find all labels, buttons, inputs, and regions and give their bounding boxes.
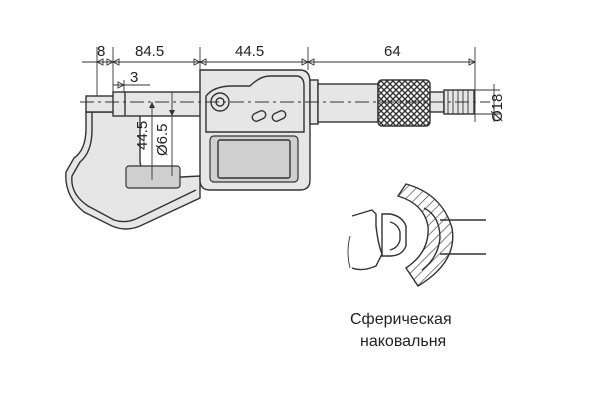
dim-84-5: 84.5 (135, 43, 164, 60)
dim-3: 3 (130, 69, 138, 86)
dim-8: 8 (97, 43, 105, 60)
anvil-and-spindle (85, 91, 204, 117)
dim-dia-18: Ø18 (489, 94, 506, 122)
thimble (309, 79, 475, 127)
spherical-anvil-detail (347, 183, 486, 287)
dim-44-5-top: 44.5 (235, 43, 264, 60)
knurled-thimble (377, 79, 431, 127)
top-dimensions: 8 84.5 44.5 64 3 (82, 43, 477, 122)
micrometer-frame (65, 111, 201, 230)
display-housing (199, 69, 311, 191)
caption-line-1: Сферическая (350, 311, 452, 328)
caption-line-2: наковальня (360, 333, 446, 350)
vertical-dimensions: 44.5 Ø6.5 Ø18 (134, 84, 506, 180)
dim-dia-6-5: Ø6.5 (154, 123, 171, 156)
dim-44-5-vertical: 44.5 (134, 121, 151, 150)
dim-64: 64 (384, 43, 401, 60)
